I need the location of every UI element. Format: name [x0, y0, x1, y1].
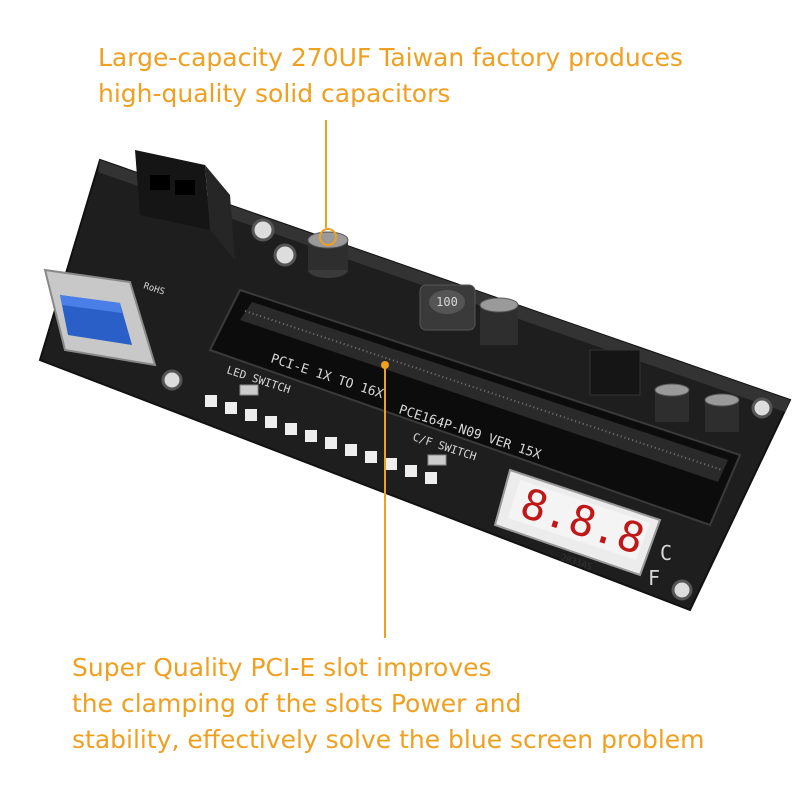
bottom-caption-line-1: Super Quality PCI-E slot improves — [72, 653, 492, 682]
bottom-caption-line-3: stability, effectively solve the blue sc… — [72, 725, 705, 754]
top-caption-line-2: high-quality solid capacitors — [98, 79, 451, 108]
capacitor — [479, 297, 519, 345]
cf-switch — [427, 454, 447, 466]
mounting-hole — [671, 579, 693, 601]
usb-port — [43, 268, 157, 367]
top-caption-line-1: Large-capacity 270UF Taiwan factory prod… — [98, 43, 683, 72]
led-switch — [239, 384, 259, 396]
pcie-slot — [208, 288, 742, 527]
inductor-label: 100 — [436, 295, 458, 309]
mounting-hole — [273, 243, 297, 267]
mounting-hole — [751, 397, 773, 419]
top-caption: Large-capacity 270UF Taiwan factory prod… — [98, 40, 683, 112]
inductor: 100 — [419, 284, 476, 331]
celsius-label: C — [660, 541, 672, 565]
power-connector — [135, 150, 235, 260]
bottom-caption: Super Quality PCI-E slot improves the cl… — [72, 650, 705, 758]
bottom-caption-line-2: the clamping of the slots Power and — [72, 689, 522, 718]
mounting-hole — [161, 369, 183, 391]
capacitor-highlight-circle — [319, 228, 337, 246]
led-array — [205, 395, 437, 484]
capacitor — [704, 393, 740, 432]
fahrenheit-label: F — [648, 566, 660, 590]
voltage-regulator — [589, 349, 641, 396]
mounting-hole — [251, 218, 275, 242]
capacitor — [307, 231, 349, 278]
capacitor — [654, 383, 690, 422]
